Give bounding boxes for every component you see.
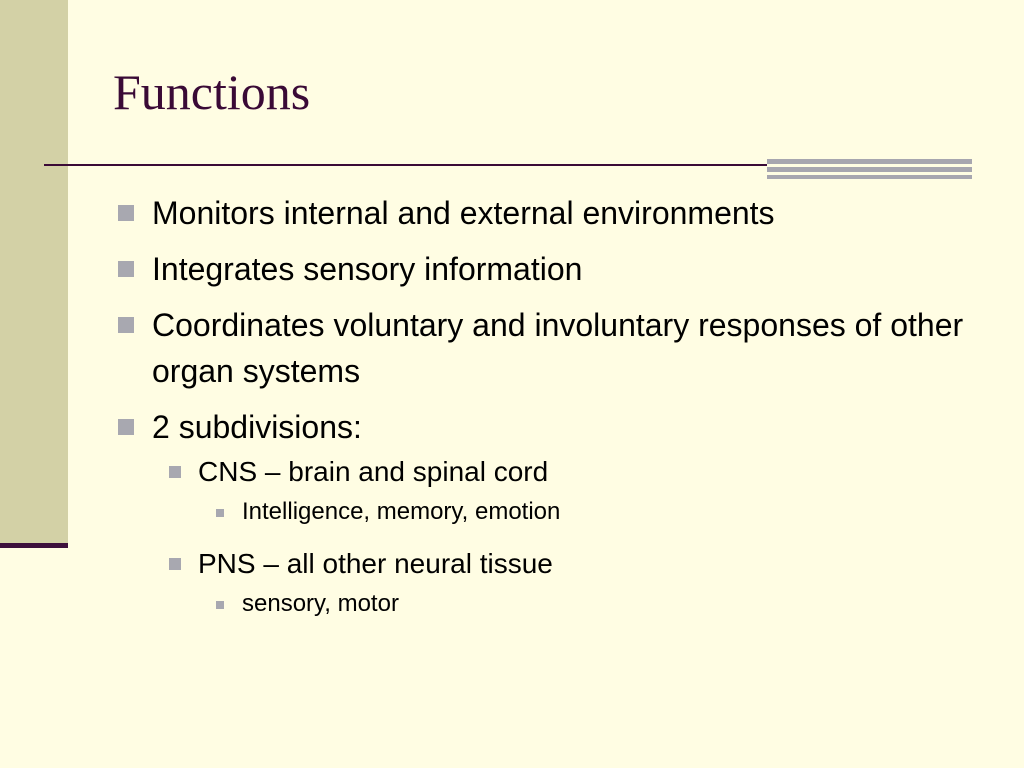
bullet-text: Integrates sensory information [152,251,583,287]
bullet-text: Coordinates voluntary and involuntary re… [152,307,964,389]
square-bullet-icon [216,509,224,517]
square-bullet-icon [118,205,134,221]
title-divider-line [44,164,972,166]
slide-title: Functions [113,64,311,120]
sub-sub-bullet-item: Intelligence, memory, emotion [216,494,976,530]
sub-bullet-item: CNS – brain and spinal cord [169,452,976,492]
square-bullet-icon [118,261,134,277]
square-bullet-icon [169,558,181,570]
square-bullet-icon [216,601,224,609]
square-bullet-icon [118,317,134,333]
left-sidebar-accent-line [0,543,68,548]
bullet-item: 2 subdivisions: [116,404,976,450]
bullet-item: Monitors internal and external environme… [116,190,976,236]
sub-bullet-text: PNS – all other neural tissue [198,548,553,579]
sub-sub-bullet-text: sensory, motor [242,590,399,617]
bullet-text: Monitors internal and external environme… [152,195,775,231]
bullet-item: Integrates sensory information [116,246,976,292]
bullet-text: 2 subdivisions: [152,409,362,445]
title-divider-accent-bars [767,159,972,179]
sub-bullet-item: PNS – all other neural tissue [169,544,976,584]
sub-sub-bullet-item: sensory, motor [216,586,976,622]
left-sidebar-band [0,0,68,545]
sub-bullet-text: CNS – brain and spinal cord [198,456,549,487]
bullet-list: Monitors internal and external environme… [116,190,976,636]
square-bullet-icon [169,466,181,478]
square-bullet-icon [118,419,134,435]
sub-sub-bullet-text: Intelligence, memory, emotion [242,498,561,525]
bullet-item: Coordinates voluntary and involuntary re… [116,302,976,394]
